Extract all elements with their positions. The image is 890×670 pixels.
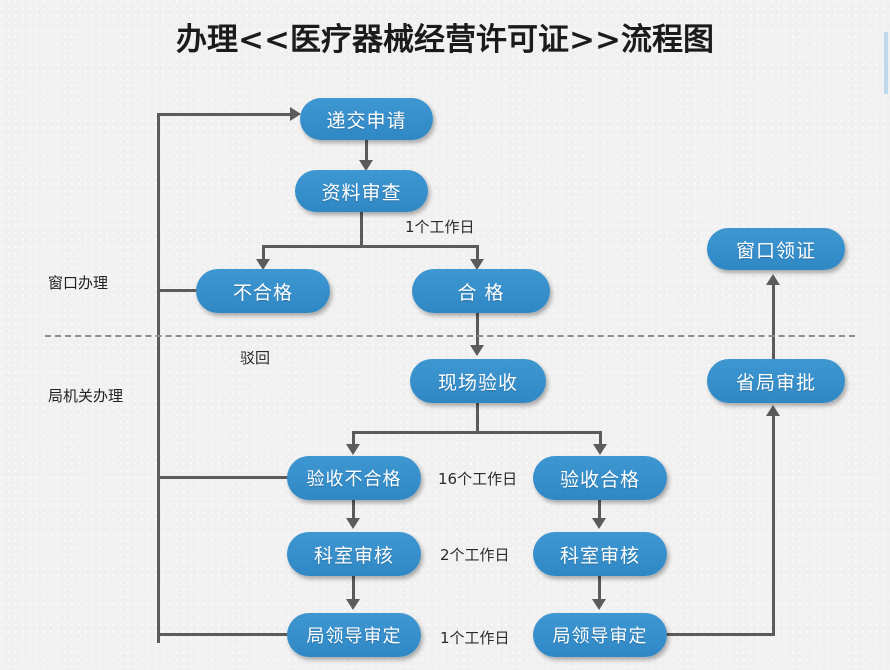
node-inspection-pass[interactable]: 验收合格 xyxy=(533,456,667,500)
phase-label-window-processing: 窗口办理 xyxy=(48,274,109,292)
connector-leaderright-out xyxy=(665,633,775,636)
connector-split-right xyxy=(476,245,479,262)
connector-onsite-split xyxy=(352,431,602,434)
node-inspection-fail[interactable]: 验收不合格 xyxy=(287,456,421,500)
connector-split-left xyxy=(262,245,265,262)
node-window-certificate[interactable]: 窗口领证 xyxy=(707,228,845,270)
node-material-review[interactable]: 资料审查 xyxy=(295,170,428,212)
edge-label-16-working-days: 16个工作日 xyxy=(438,470,518,488)
connector-to-provincial xyxy=(772,415,775,635)
node-department-review-left[interactable]: 科室审核 xyxy=(287,532,421,576)
arrow-into-dept-left xyxy=(346,518,360,529)
node-fail[interactable]: 不合格 xyxy=(196,269,330,313)
node-provincial-approval[interactable]: 省局审批 xyxy=(707,359,845,403)
node-department-review-right[interactable]: 科室审核 xyxy=(533,532,667,576)
connector-onsite-down xyxy=(476,403,479,433)
arrow-into-window-cert xyxy=(766,274,780,285)
edge-label-reject: 驳回 xyxy=(240,349,271,367)
connector-pass-to-onsite xyxy=(476,313,479,347)
edge-label-2-working-days: 2个工作日 xyxy=(440,546,510,564)
arrow-into-fail xyxy=(256,259,270,270)
connector-onsite-split-right xyxy=(599,431,602,446)
edge-label-1-working-day-top: 1个工作日 xyxy=(405,218,475,236)
node-leader-approval-left[interactable]: 局领导审定 xyxy=(287,613,421,657)
connector-submit-to-review xyxy=(365,140,368,162)
connector-dept-to-leader-right xyxy=(598,576,601,601)
connector-provincial-to-window xyxy=(772,283,775,361)
connector-reject-to-submit-horizontal xyxy=(157,113,294,116)
connector-onsite-split-left xyxy=(352,431,355,446)
connector-inspfail-to-trunk xyxy=(157,476,293,479)
arrow-into-inspection-pass xyxy=(593,444,607,455)
arrow-into-provincial-approval xyxy=(766,405,780,416)
connector-review-split xyxy=(262,245,478,248)
connector-review-down xyxy=(360,212,363,248)
arrow-into-inspection-fail xyxy=(346,444,360,455)
arrow-into-leader-right xyxy=(592,599,606,610)
connector-leaderleft-to-trunk xyxy=(157,633,293,636)
connector-fail-to-trunk xyxy=(157,289,202,292)
arrow-into-dept-right xyxy=(592,518,606,529)
arrow-into-leader-left xyxy=(346,599,360,610)
node-leader-approval-right[interactable]: 局领导审定 xyxy=(533,613,667,657)
arrow-into-submit xyxy=(290,107,301,121)
connector-insppass-to-dept xyxy=(598,500,601,520)
arrow-into-pass xyxy=(470,259,484,270)
connector-inspfail-to-dept xyxy=(352,500,355,520)
phase-label-bureau-processing: 局机关办理 xyxy=(48,387,124,405)
node-pass[interactable]: 合 格 xyxy=(412,269,550,313)
phase-divider xyxy=(45,335,855,337)
arrow-into-onsite xyxy=(470,345,484,356)
node-onsite-inspection[interactable]: 现场验收 xyxy=(410,359,546,403)
edge-label-1-working-day-bottom: 1个工作日 xyxy=(440,629,510,647)
edge-sliver xyxy=(884,32,888,94)
node-submit[interactable]: 递交申请 xyxy=(300,98,433,140)
arrow-into-review xyxy=(359,160,373,171)
page-title: 办理<<医疗器械经营许可证>>流程图 xyxy=(176,22,714,58)
connector-dept-to-leader-left xyxy=(352,576,355,601)
connector-reject-trunk-vertical xyxy=(157,113,160,643)
